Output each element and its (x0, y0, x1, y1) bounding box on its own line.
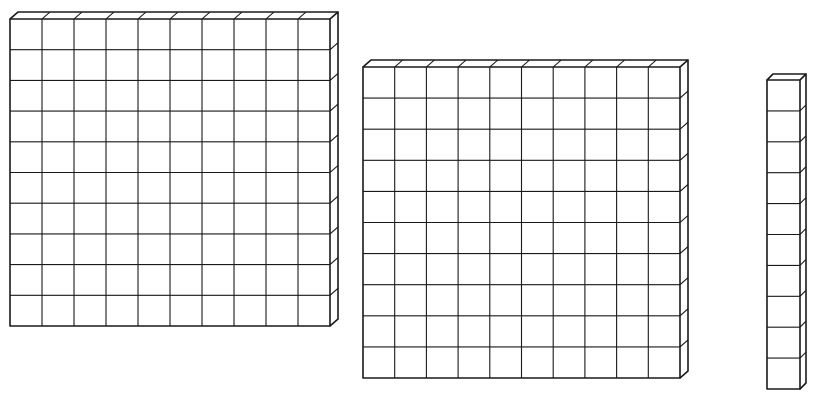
ten-rod (767, 74, 806, 389)
hundred-flat-left (10, 12, 338, 326)
hundred-flat-middle (363, 60, 688, 378)
